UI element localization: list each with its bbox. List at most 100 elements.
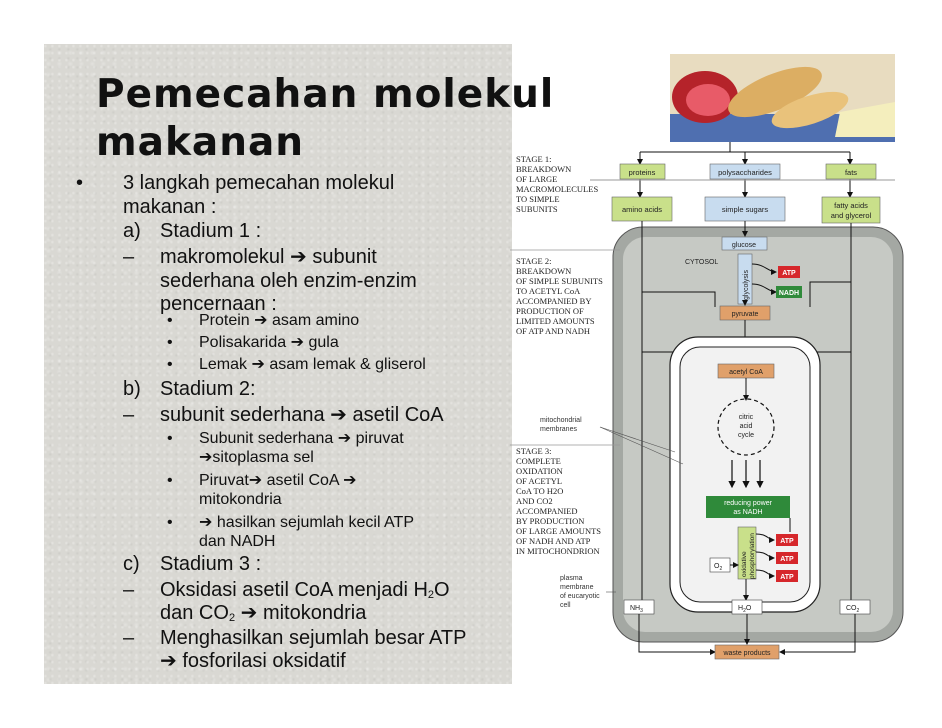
fatty-acids-box xyxy=(821,196,881,224)
stage1-heading: Stadium 1 : xyxy=(160,220,262,242)
h2o-label: H2O xyxy=(738,605,752,614)
waste-products-label: waste products xyxy=(722,650,771,657)
svg-text:MACROMOLECULES: MACROMOLECULES xyxy=(516,184,598,194)
dash-marker: – xyxy=(123,579,135,601)
oxidative-phosphorylation-label-2: phosphorylation xyxy=(749,533,756,579)
arrow-icon: ➔ xyxy=(251,356,265,373)
svg-text:membranes: membranes xyxy=(540,426,577,433)
food-illustration xyxy=(670,54,895,142)
atp-box xyxy=(776,552,798,564)
proteins-label: proteins xyxy=(629,168,656,177)
stage2-item-1-line-2: ➔sitoplasma sel xyxy=(199,449,314,466)
polysaccharides-label: polysaccharides xyxy=(718,168,772,177)
fats-label: fats xyxy=(845,168,857,177)
atp-label: ATP xyxy=(782,270,796,277)
slide-text-panel xyxy=(44,44,512,684)
atp-label: ATP xyxy=(780,538,794,545)
stage2-heading: Stadium 2: xyxy=(160,378,256,400)
simple-sugars-label: simple sugars xyxy=(722,205,769,214)
svg-text:PRODUCTION OF: PRODUCTION OF xyxy=(516,306,584,316)
stage1-item-1: Protein ➔ asam amino xyxy=(199,312,360,329)
slide-title-continued: makanan xyxy=(96,120,305,165)
stage1-desc-line-1: makromolekul ➔ subunit xyxy=(160,246,377,268)
cytosol-label: CYTOSOL xyxy=(685,259,718,266)
glucose-label: glucose xyxy=(732,242,756,249)
stage3-heading: Stadium 3 : xyxy=(160,553,262,575)
nadh-label: NADH xyxy=(779,290,799,297)
meat-cut xyxy=(686,84,730,116)
svg-text:STAGE 2:: STAGE 2: xyxy=(516,256,551,266)
svg-text:plasma: plasma xyxy=(560,575,583,582)
stage3-desc-1: Oksidasi asetil CoA menjadi H2O xyxy=(160,579,450,601)
svg-text:CoA TO H2O: CoA TO H2O xyxy=(516,486,563,496)
bread-loaf xyxy=(771,91,849,129)
atp-box xyxy=(776,534,798,546)
proteins-box xyxy=(619,163,666,180)
svg-text:OF ACETYL: OF ACETYL xyxy=(516,476,562,486)
atp-box xyxy=(776,570,798,582)
nh3-label: NH3 xyxy=(630,605,643,614)
intro-line-2: makanan : xyxy=(123,196,217,218)
svg-text:OF ATP AND NADH: OF ATP AND NADH xyxy=(516,326,590,336)
svg-text:TO ACETYL CoA: TO ACETYL CoA xyxy=(516,286,581,296)
svg-text:mitochondrial: mitochondrial xyxy=(540,417,582,424)
stage3-desc-2: dan CO2 ➔ mitokondria xyxy=(160,602,367,624)
stage1-item-2: Polisakarida ➔ gula xyxy=(199,334,339,351)
arrow-icon: ➔ xyxy=(240,602,258,624)
simple-sugars-box xyxy=(704,196,786,222)
arrow-icon: ➔ xyxy=(343,472,357,489)
amino-acids-label: amino acids xyxy=(622,205,662,214)
svg-text:COMPLETE: COMPLETE xyxy=(516,456,561,466)
svg-text:ACCOMPANIED BY: ACCOMPANIED BY xyxy=(516,296,592,306)
fatty-acids-label: fatty acids xyxy=(834,201,868,210)
citric-acid-cycle-label-3: cycle xyxy=(738,432,754,439)
oxidative-phosphorylation-box xyxy=(737,526,757,580)
stage2-label: b) xyxy=(123,378,141,400)
fatty-acids-label-2: and glycerol xyxy=(831,211,872,220)
reducing-power-label-2: as NADH xyxy=(733,509,762,516)
pyruvate-label: pyruvate xyxy=(732,311,759,318)
dash-marker: – xyxy=(123,246,135,268)
svg-text:ACCOMPANIED: ACCOMPANIED xyxy=(516,506,578,516)
svg-text:BREAKDOWN: BREAKDOWN xyxy=(516,164,571,174)
arrow-icon: ➔ xyxy=(199,449,213,466)
svg-text:cell: cell xyxy=(560,602,571,609)
atp-box xyxy=(778,266,800,278)
intro-line-1: 3 langkah pemecahan molekul xyxy=(123,172,395,194)
svg-text:OF LARGE AMOUNTS: OF LARGE AMOUNTS xyxy=(516,526,601,536)
bullet-marker: • xyxy=(76,172,84,194)
svg-text:OXIDATION: OXIDATION xyxy=(516,466,563,476)
svg-text:LIMITED AMOUNTS: LIMITED AMOUNTS xyxy=(516,316,595,326)
bread-icon xyxy=(728,66,822,118)
svg-text:STAGE 3:: STAGE 3: xyxy=(516,446,551,456)
stage1-item-3: Lemak ➔ asam lemak & gliserol xyxy=(199,356,426,373)
polysaccharides-box xyxy=(709,163,781,180)
nadh-box xyxy=(776,286,802,298)
arrow-icon: ➔ xyxy=(254,312,268,329)
citric-acid-cycle-label: citric xyxy=(739,414,754,421)
svg-text:AND CO2: AND CO2 xyxy=(516,496,553,506)
atp-label: ATP xyxy=(780,574,794,581)
svg-text:TO SIMPLE: TO SIMPLE xyxy=(516,194,560,204)
dash-marker: – xyxy=(123,627,135,649)
stage2-item-3-line-2: dan NADH xyxy=(199,533,276,550)
stage1-label: a) xyxy=(123,220,141,242)
arrow-icon: ➔ xyxy=(199,514,213,531)
glycolysis-label: glycolysis xyxy=(743,270,750,300)
svg-text:IN MITOCHONDRION: IN MITOCHONDRION xyxy=(516,546,600,556)
catabolism-diagram-svg: STAGE 1: BREAKDOWN OF LARGE MACROMOLECUL… xyxy=(510,54,904,660)
arrow-icon: ➔ xyxy=(337,430,352,447)
stage3-label: c) xyxy=(123,553,140,575)
stage2-item-2: Piruvat➔ asetil CoA ➔ xyxy=(199,472,357,489)
stage3-desc-4: ➔ fosforilasi oksidatif xyxy=(160,650,346,672)
arrow-icon: ➔ xyxy=(290,246,307,268)
stage2-item-3: ➔ hasilkan sejumlah kecil ATP xyxy=(199,514,414,531)
stage2-desc: subunit sederhana ➔ asetil CoA xyxy=(160,404,444,426)
oxidative-phosphorylation-label: oxidative xyxy=(741,551,748,577)
reducing-power-label: reducing power xyxy=(724,500,773,507)
svg-text:membrane: membrane xyxy=(560,584,594,591)
stage1-desc-line-2: sederhana oleh enzim-enzim xyxy=(160,270,417,292)
bullet-marker: • xyxy=(167,312,173,329)
bullet-marker: • xyxy=(167,430,173,447)
